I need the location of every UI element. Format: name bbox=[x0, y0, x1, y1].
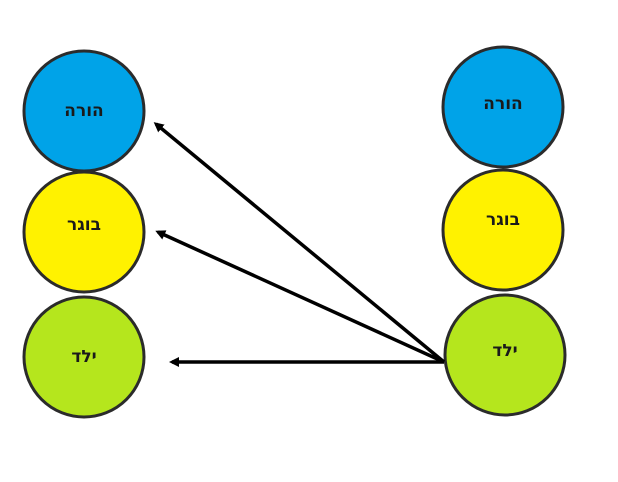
left-child-circle bbox=[22, 295, 146, 419]
left-adult-label: בוגר bbox=[67, 215, 101, 235]
right-child-circle bbox=[443, 293, 567, 417]
right-adult-node: בוגר bbox=[441, 168, 565, 292]
arrows bbox=[153, 122, 446, 367]
right-parent-circle bbox=[441, 45, 565, 169]
right-adult-label: בוגר bbox=[486, 210, 520, 230]
right-adult-circle bbox=[441, 168, 565, 292]
right-child-label: ילד bbox=[492, 341, 517, 361]
right-parent-label: הורה bbox=[483, 94, 522, 114]
left-column: הורה בוגר ילד bbox=[22, 49, 146, 419]
left-parent-node: הורה bbox=[22, 49, 146, 173]
arrow-child-to-parent bbox=[153, 122, 446, 364]
right-column: הורה בוגר ילד bbox=[441, 45, 567, 417]
right-child-node: ילד bbox=[443, 293, 567, 417]
right-parent-node: הורה bbox=[441, 45, 565, 169]
arrow-child-to-adult bbox=[155, 230, 445, 364]
left-adult-circle bbox=[22, 170, 146, 294]
left-child-node: ילד bbox=[22, 295, 146, 419]
left-child-label: ילד bbox=[71, 347, 96, 367]
left-parent-label: הורה bbox=[64, 101, 103, 121]
left-adult-node: בוגר bbox=[22, 170, 146, 294]
